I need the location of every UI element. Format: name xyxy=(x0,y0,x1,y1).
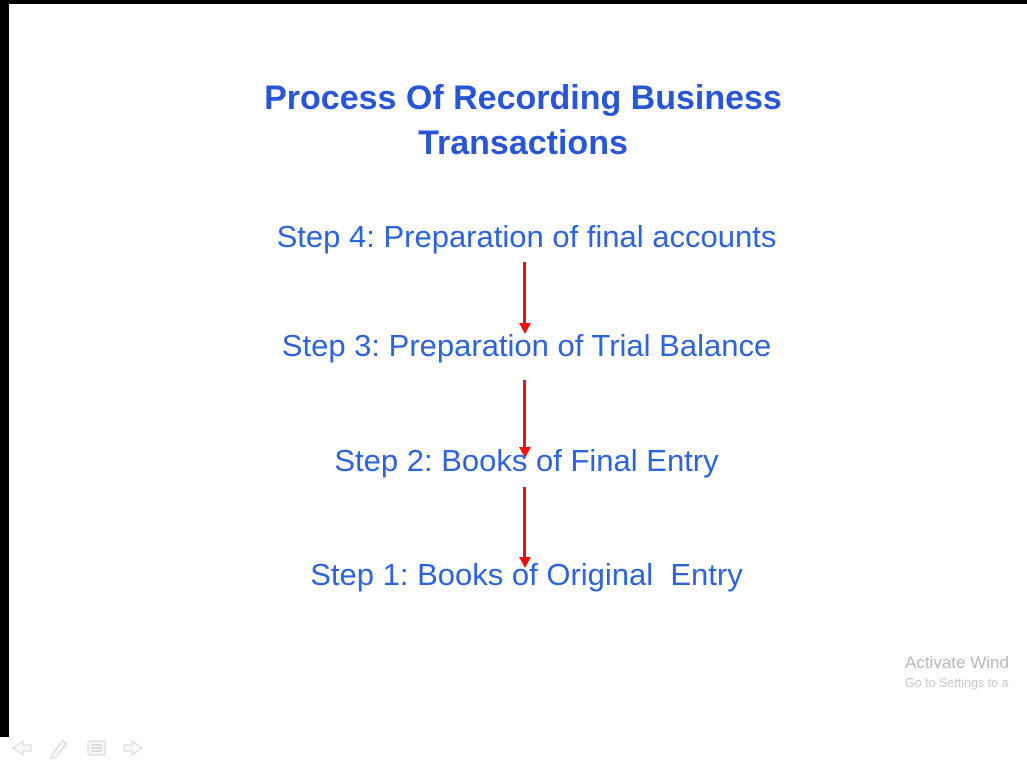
step-4-text: Step 4: Preparation of final accounts xyxy=(276,219,777,254)
flow-arrow-3 xyxy=(523,487,526,557)
flow-arrow-1 xyxy=(523,262,526,323)
menu-icon[interactable] xyxy=(84,736,108,760)
activate-windows-watermark: Activate Wind Go to Settings to a xyxy=(905,651,1027,692)
forward-arrow-icon[interactable] xyxy=(121,736,145,760)
step-3-text: Step 3: Preparation of Trial Balance xyxy=(281,328,772,363)
presenter-toolbar xyxy=(10,736,145,760)
watermark-line1: Activate Wind xyxy=(905,653,1009,672)
back-arrow-icon[interactable] xyxy=(10,736,34,760)
screen-frame-left xyxy=(0,0,9,737)
slide-title: Process Of Recording Business Transactio… xyxy=(264,79,782,162)
pen-icon[interactable] xyxy=(47,736,71,760)
screen-frame-top xyxy=(0,0,1027,4)
watermark-line2: Go to Settings to a xyxy=(905,676,1009,690)
step-2-text: Step 2: Books of Final Entry xyxy=(334,443,719,478)
flow-arrow-2 xyxy=(523,380,526,447)
step-1-text: Step 1: Books of Original Entry xyxy=(310,557,743,592)
